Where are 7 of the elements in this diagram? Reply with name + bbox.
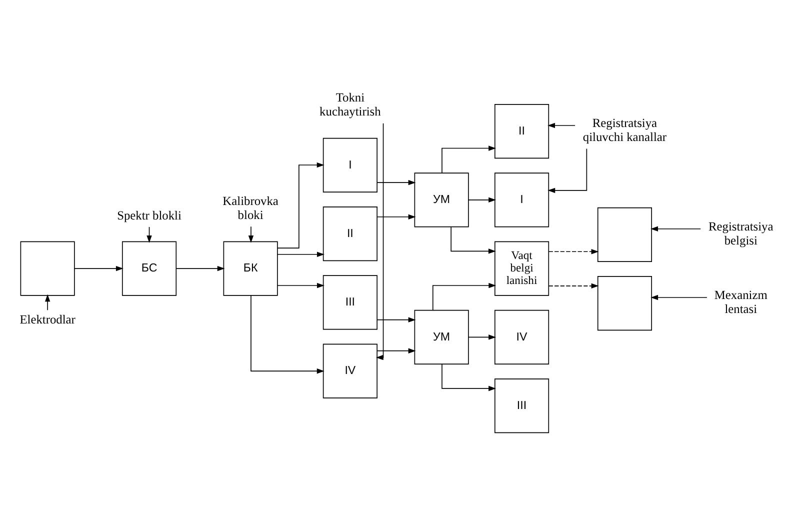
node-text: Spektr blokli <box>117 208 182 222</box>
node-text: Mexanizm lentasi <box>714 288 768 316</box>
node-text: Registratsiya belgisi <box>708 220 774 248</box>
node-text: Kalibrovka bloki <box>222 194 278 222</box>
node-text: Elektrodlar <box>20 312 76 327</box>
node-text: Tokni kuchaytirish <box>320 90 381 119</box>
node-text: Registratsiya qiluvchi kanallar <box>582 116 667 144</box>
